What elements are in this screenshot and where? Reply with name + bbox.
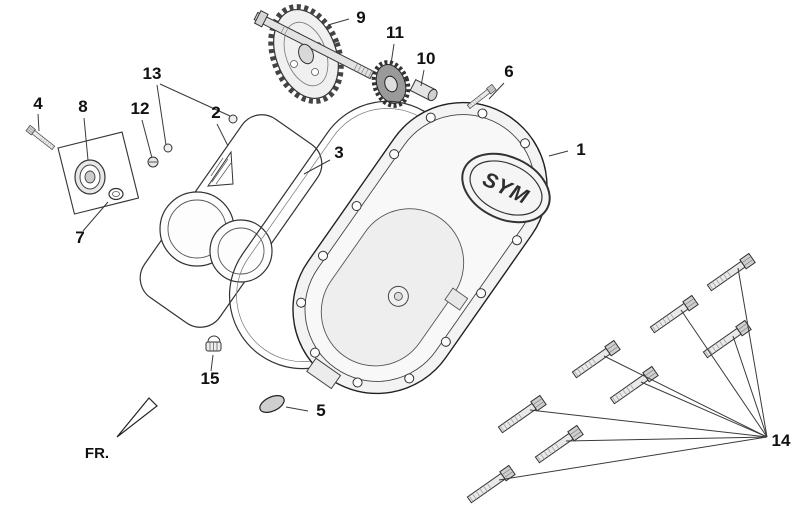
bolt-part-4	[25, 125, 56, 151]
callout-4: 4	[33, 94, 43, 113]
spacer-part-10	[409, 78, 438, 102]
callout-3: 3	[334, 143, 343, 162]
bolt-part-14	[701, 319, 752, 360]
callouts: 1 2 3 4 5 6 7 8 9 10 11 12 13 14 15	[33, 8, 791, 450]
fr-direction: FR.	[85, 397, 158, 462]
callout-5: 5	[316, 401, 325, 420]
dowel-pin	[163, 143, 173, 153]
crankcase-cover-part-1: SYM	[292, 101, 551, 395]
callout-6: 6	[504, 62, 513, 81]
callout-1: 1	[576, 140, 585, 159]
gear-part-11	[371, 60, 411, 108]
bolt-part-14	[533, 424, 584, 465]
fr-arrow	[116, 397, 158, 438]
callout-2: 2	[211, 103, 220, 122]
oil-seal-part-8	[74, 159, 106, 195]
camshaft-shaft	[253, 9, 375, 80]
callout-14: 14	[772, 431, 791, 450]
callout-8: 8	[78, 97, 87, 116]
bolt-part-14	[705, 252, 756, 293]
callout-7: 7	[75, 228, 84, 247]
callout-12: 12	[131, 99, 150, 118]
hatched-area	[207, 150, 234, 187]
bolt-set-part-14	[465, 252, 756, 505]
camshaft-hub	[298, 43, 314, 65]
clip-part-15	[205, 335, 222, 352]
bolt-part-14	[648, 294, 699, 335]
callout-13: 13	[143, 64, 162, 83]
callout-9: 9	[356, 8, 365, 27]
fr-label: FR.	[85, 445, 109, 462]
callout-11: 11	[386, 23, 404, 42]
callout-10: 10	[417, 49, 436, 68]
sym-emblem: SYM	[461, 152, 551, 224]
dowel-pin	[228, 114, 238, 124]
callout-15: 15	[201, 369, 220, 388]
circlip-part-7	[108, 187, 124, 201]
plug-part-5	[259, 395, 285, 413]
screw-part-12	[147, 156, 159, 168]
seal-kit-box	[57, 131, 140, 215]
bolt-part-14	[465, 464, 516, 505]
leader-lines	[37, 18, 768, 481]
cover-plate-part-2	[139, 114, 323, 328]
bolt-part-14	[496, 394, 547, 435]
